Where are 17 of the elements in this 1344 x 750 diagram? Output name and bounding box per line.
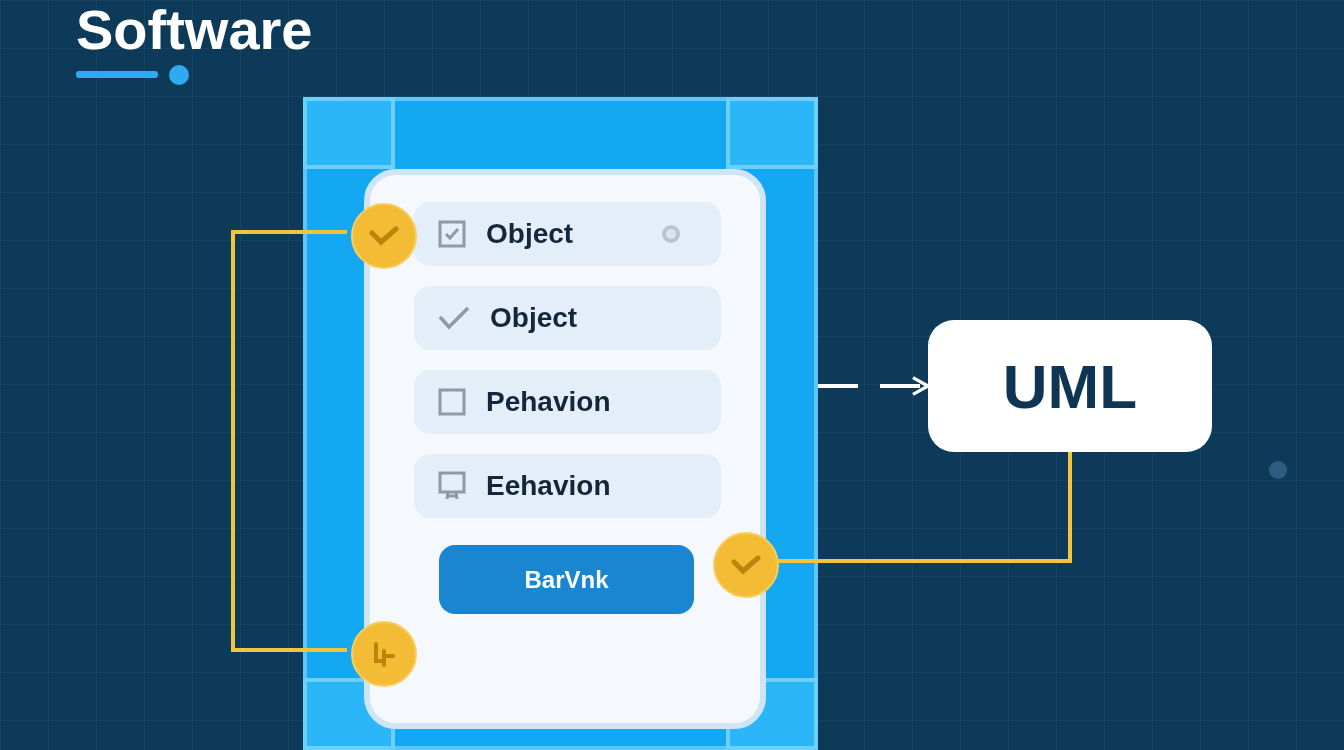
list-row	[414, 370, 721, 434]
item-label: Pehavion	[486, 385, 611, 419]
arrow	[818, 376, 930, 396]
device-frame	[303, 97, 818, 750]
list-row	[414, 454, 721, 518]
uml-label: UML	[1002, 350, 1138, 423]
title: Software	[76, 2, 313, 58]
item-label: Eehavion	[486, 469, 611, 503]
list-row	[414, 202, 721, 266]
action-button: BarVnk	[439, 545, 694, 614]
connector-line	[231, 230, 347, 652]
item-label: Object	[490, 301, 578, 335]
card-panel	[364, 169, 766, 729]
connector-line	[775, 452, 1072, 563]
item-label: Object	[486, 217, 574, 251]
list-row	[414, 286, 721, 350]
uml-box	[928, 320, 1212, 452]
